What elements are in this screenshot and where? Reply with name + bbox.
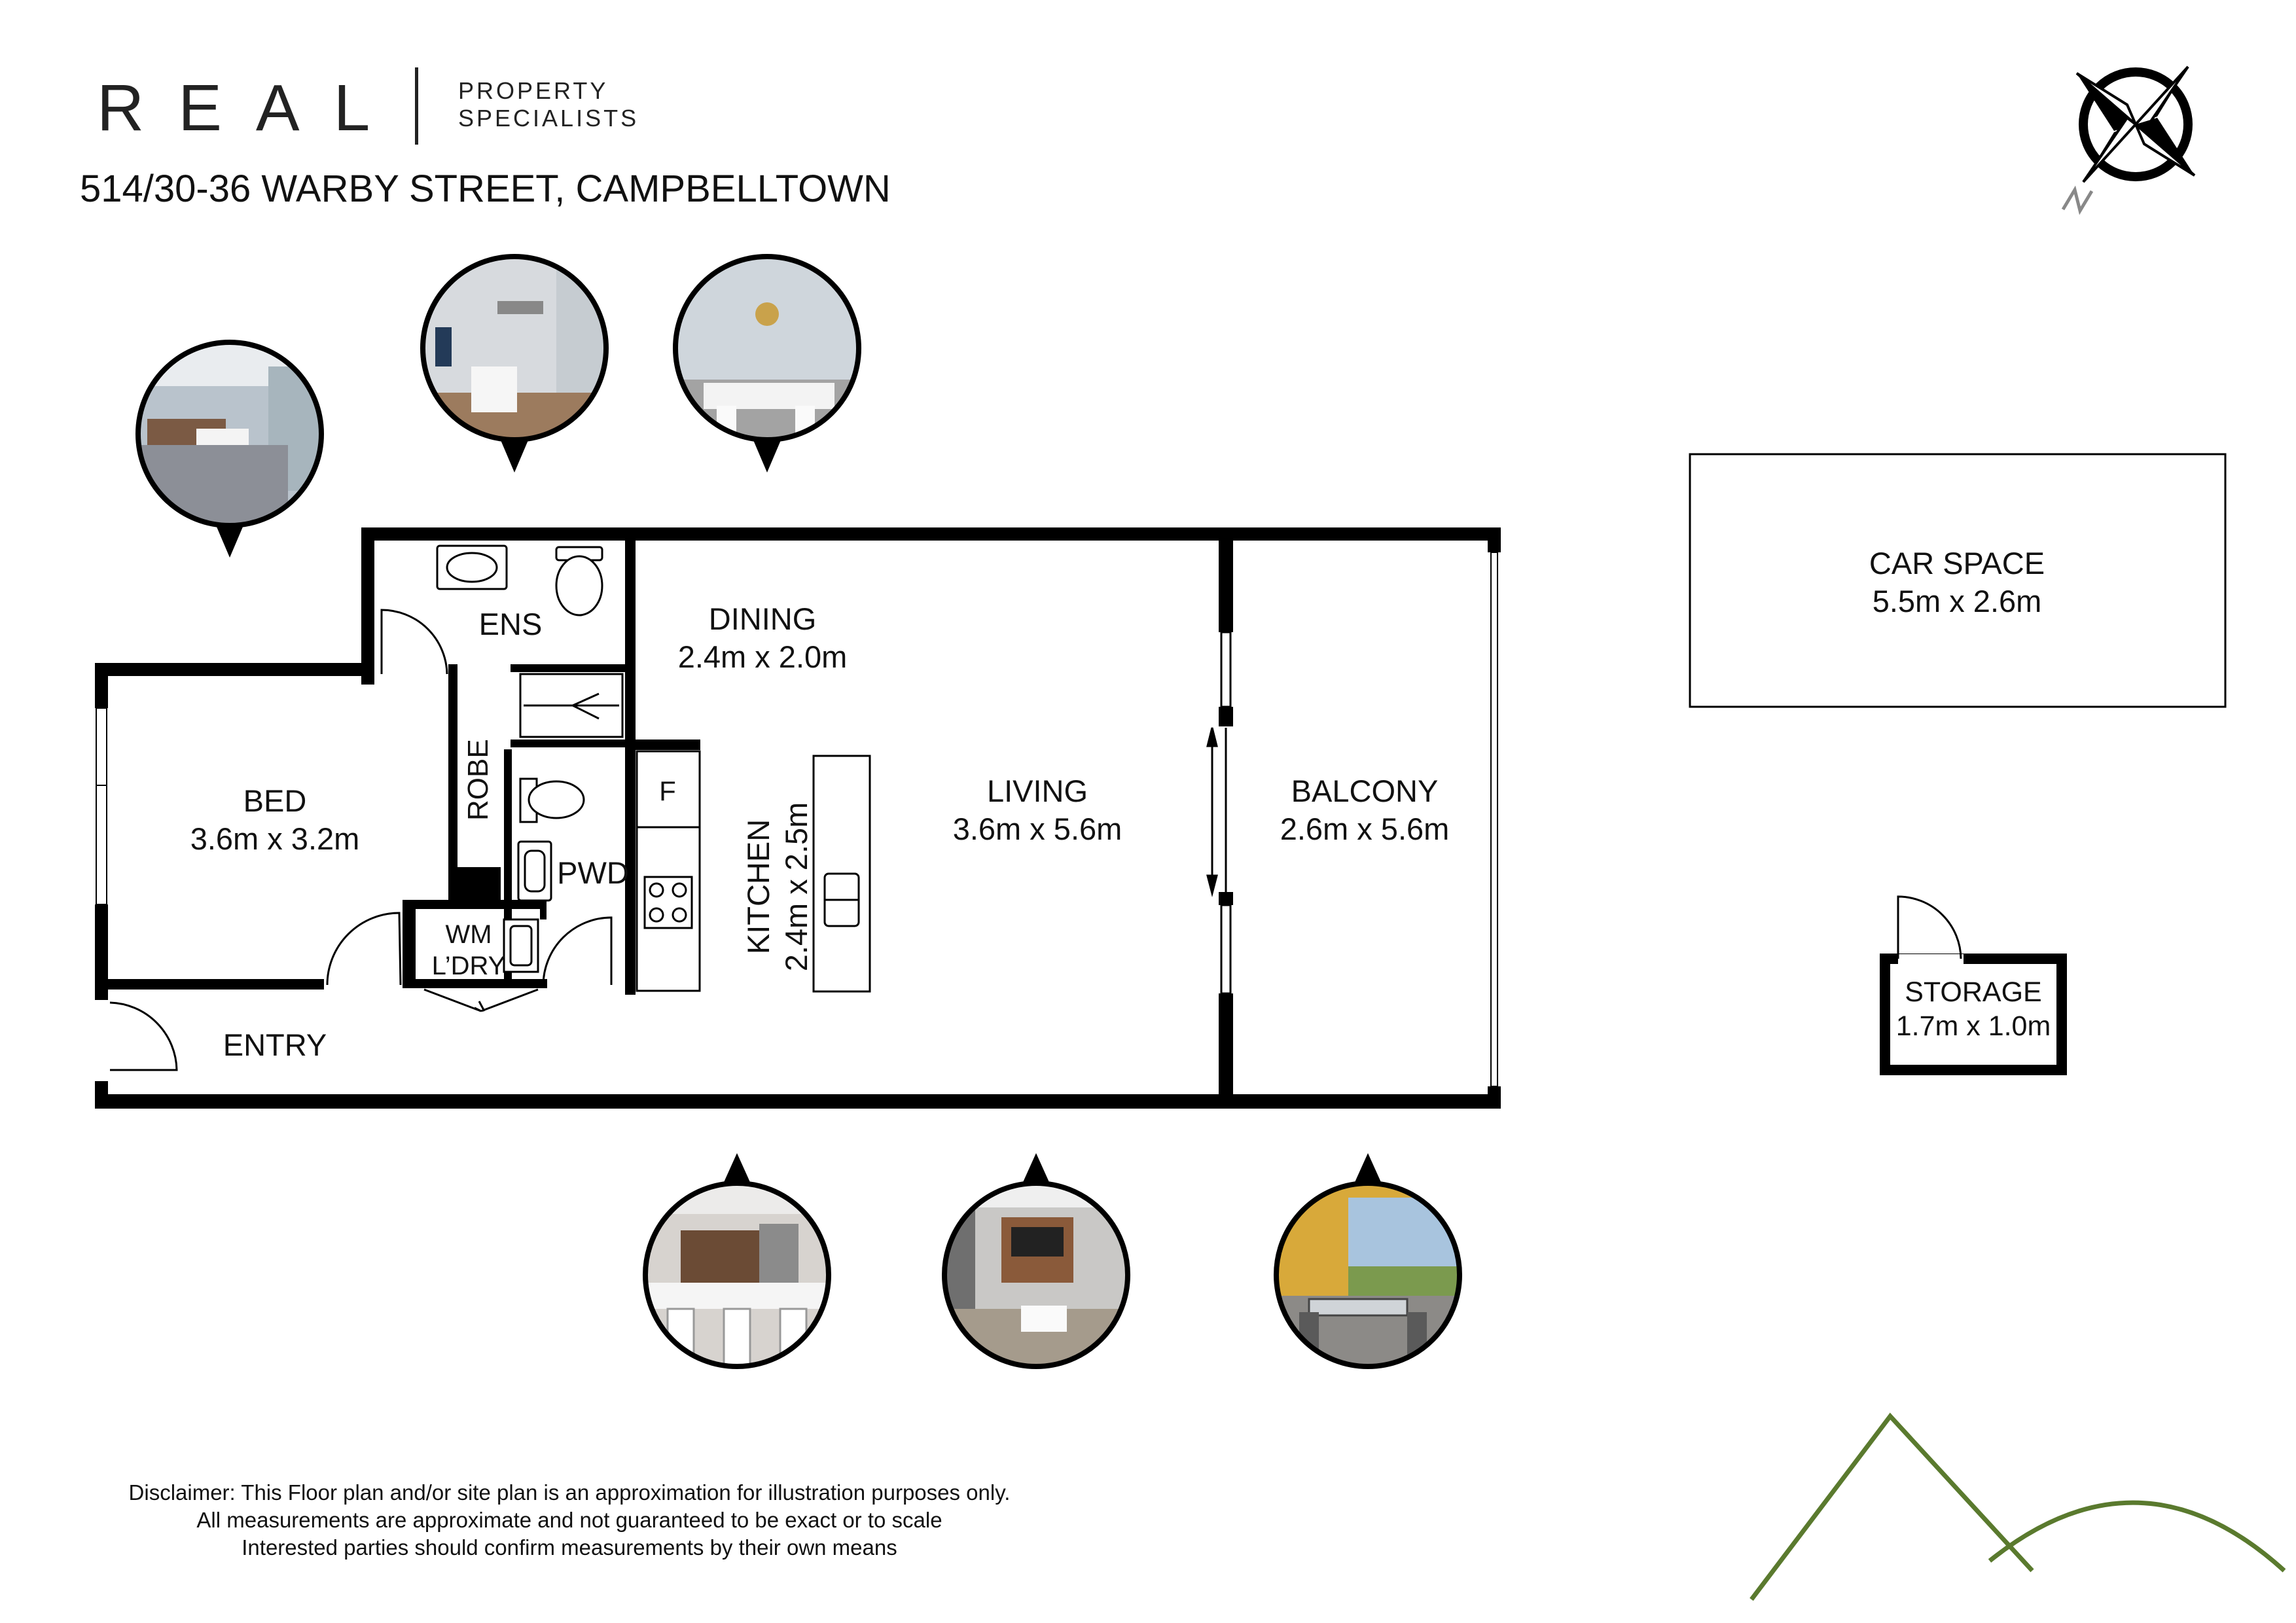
bedroom-photo-icon[interactable] (131, 340, 327, 558)
brand-subtitle-line1: PROPERTY (458, 77, 609, 104)
brand-divider (415, 67, 418, 145)
car-space-name: CAR SPACE (1869, 546, 2045, 580)
exterior-walls (95, 527, 1501, 1109)
bed-size: 3.6m x 3.2m (190, 821, 360, 856)
storage-room (1880, 895, 2067, 1075)
car-space-size: 5.5m x 2.6m (1872, 584, 2042, 618)
living-size: 3.6m x 5.6m (952, 812, 1122, 846)
disclaimer-line-2: All measurements are approximate and not… (196, 1508, 942, 1532)
living-name: LIVING (986, 774, 1088, 808)
storage-name: STORAGE (1905, 976, 2042, 1008)
ensuite-fixtures (436, 544, 624, 738)
door-swings (109, 609, 613, 1071)
entry-door-gap (95, 1000, 108, 1081)
label-laundry: WM L’DRY (416, 919, 521, 982)
kitchen-size: 2.4m x 2.5m (779, 802, 814, 972)
bed-name: BED (243, 783, 307, 818)
dining-name: DINING (708, 601, 817, 636)
label-bed: BED 3.6m x 3.2m (157, 782, 393, 858)
dining-size: 2.4m x 2.0m (677, 639, 848, 674)
wm-label: WM (445, 920, 492, 949)
label-pwd: PWD (557, 855, 629, 890)
disclaimer-line-3: Interested parties should confirm measur… (242, 1535, 897, 1560)
label-car-space: CAR SPACE 5.5m x 2.6m (1826, 544, 2088, 620)
storage-size: 1.7m x 1.0m (1895, 1010, 2051, 1042)
living-photo-icon[interactable] (942, 1153, 1139, 1378)
bed-window (95, 707, 108, 905)
label-balcony: BALCONY 2.6m x 5.6m (1247, 772, 1482, 848)
balcony-slider-door (1206, 631, 1232, 995)
balcony-photo-icon[interactable] (1273, 1153, 1469, 1378)
brand-subtitle: PROPERTY SPECIALISTS (458, 77, 639, 132)
laundry-label: L’DRY (431, 952, 506, 980)
mountain-logo-icon (1749, 1412, 2286, 1601)
powder-room-fixtures (503, 777, 585, 973)
kitchen-name: KITCHEN (741, 819, 776, 955)
bathroom-photo-icon[interactable] (419, 254, 615, 473)
label-fridge: F (659, 776, 676, 806)
label-storage: STORAGE 1.7m x 1.0m (1882, 975, 2065, 1043)
label-dining: DINING 2.4m x 2.0m (645, 600, 880, 676)
balcony-name: BALCONY (1291, 774, 1439, 808)
car-space-outline (1689, 453, 2227, 708)
label-ens: ENS (478, 607, 543, 641)
disclaimer: Disclaimer: This Floor plan and/or site … (52, 1479, 1086, 1561)
label-living: LIVING 3.6m x 5.6m (920, 772, 1155, 848)
page-title: 514/30-36 WARBY STREET, CAMPBELLTOWN (80, 168, 891, 210)
brand-subtitle-line2: SPECIALISTS (458, 105, 639, 132)
label-entry: ENTRY (223, 1027, 327, 1062)
interior-walls (108, 527, 1233, 1109)
compass-rose-icon (2061, 65, 2196, 215)
balcony-glass-edge (1490, 552, 1498, 1087)
brand-wordmark: REAL (97, 71, 404, 145)
dining-photo-icon[interactable] (673, 254, 870, 473)
label-kitchen: KITCHEN 2.4m x 2.5m (740, 769, 818, 1005)
kitchen-fixtures (636, 750, 871, 993)
label-robe: ROBE (462, 739, 494, 821)
kitchen-photo-icon[interactable] (643, 1153, 841, 1378)
balcony-size: 2.6m x 5.6m (1280, 812, 1450, 846)
disclaimer-line-1: Disclaimer: This Floor plan and/or site … (128, 1480, 1011, 1505)
